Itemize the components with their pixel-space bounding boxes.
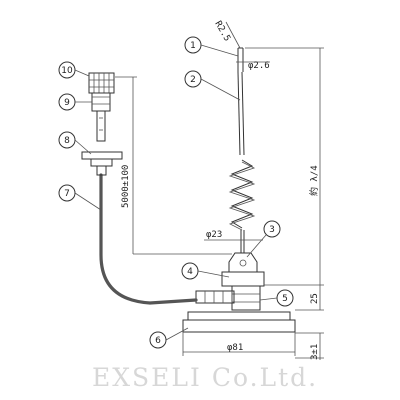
mount-diameter-label: φ23 xyxy=(206,230,222,240)
base-diameter-label: φ81 xyxy=(227,343,243,353)
base-height-label: 25 xyxy=(310,293,320,304)
height-dimensions: 約 λ/4 25 3±1 xyxy=(245,47,324,360)
svg-text:5: 5 xyxy=(282,294,288,304)
base-diameter-dimension: φ81 xyxy=(182,332,296,356)
callout-3: 3 xyxy=(246,220,281,258)
quarter-wave-label: 約 λ/4 xyxy=(308,165,320,196)
callout-6: 6 xyxy=(149,327,189,349)
cable-length-dimension: 5000±100 xyxy=(115,76,232,255)
svg-text:10: 10 xyxy=(61,66,73,76)
svg-text:6: 6 xyxy=(155,336,161,346)
svg-text:4: 4 xyxy=(187,267,193,277)
small-dimensions: φ23 φ2.6 R2.5 xyxy=(204,20,270,241)
svg-text:2: 2 xyxy=(190,75,196,85)
callout-4: 4 xyxy=(181,262,230,280)
gap-height-label: 3±1 xyxy=(310,344,320,360)
svg-text:9: 9 xyxy=(64,98,70,108)
callout-8: 8 xyxy=(58,131,92,155)
callout-10: 10 xyxy=(58,61,90,79)
svg-text:1: 1 xyxy=(190,41,196,51)
callout-7: 7 xyxy=(58,184,102,211)
antenna-lower-rod xyxy=(240,230,245,253)
end-connector xyxy=(81,72,123,176)
mount-base xyxy=(182,252,296,333)
callout-2: 2 xyxy=(184,70,241,101)
callout-5: 5 xyxy=(259,289,294,307)
antenna-coil xyxy=(228,159,256,231)
antenna-whip xyxy=(237,47,245,156)
whip-diameter-label: φ2.6 xyxy=(248,61,270,71)
svg-text:3: 3 xyxy=(269,225,275,235)
brand-watermark: EXSELI Co.Ltd. xyxy=(92,363,318,392)
coax-cable xyxy=(99,173,198,305)
svg-text:8: 8 xyxy=(64,136,70,146)
callout-9: 9 xyxy=(58,93,92,111)
cable-connector xyxy=(195,290,235,304)
callout-1: 1 xyxy=(184,36,239,57)
svg-text:7: 7 xyxy=(64,189,70,199)
tip-radius-label: R2.5 xyxy=(212,20,232,44)
cable-length-label: 5000±100 xyxy=(121,165,131,208)
